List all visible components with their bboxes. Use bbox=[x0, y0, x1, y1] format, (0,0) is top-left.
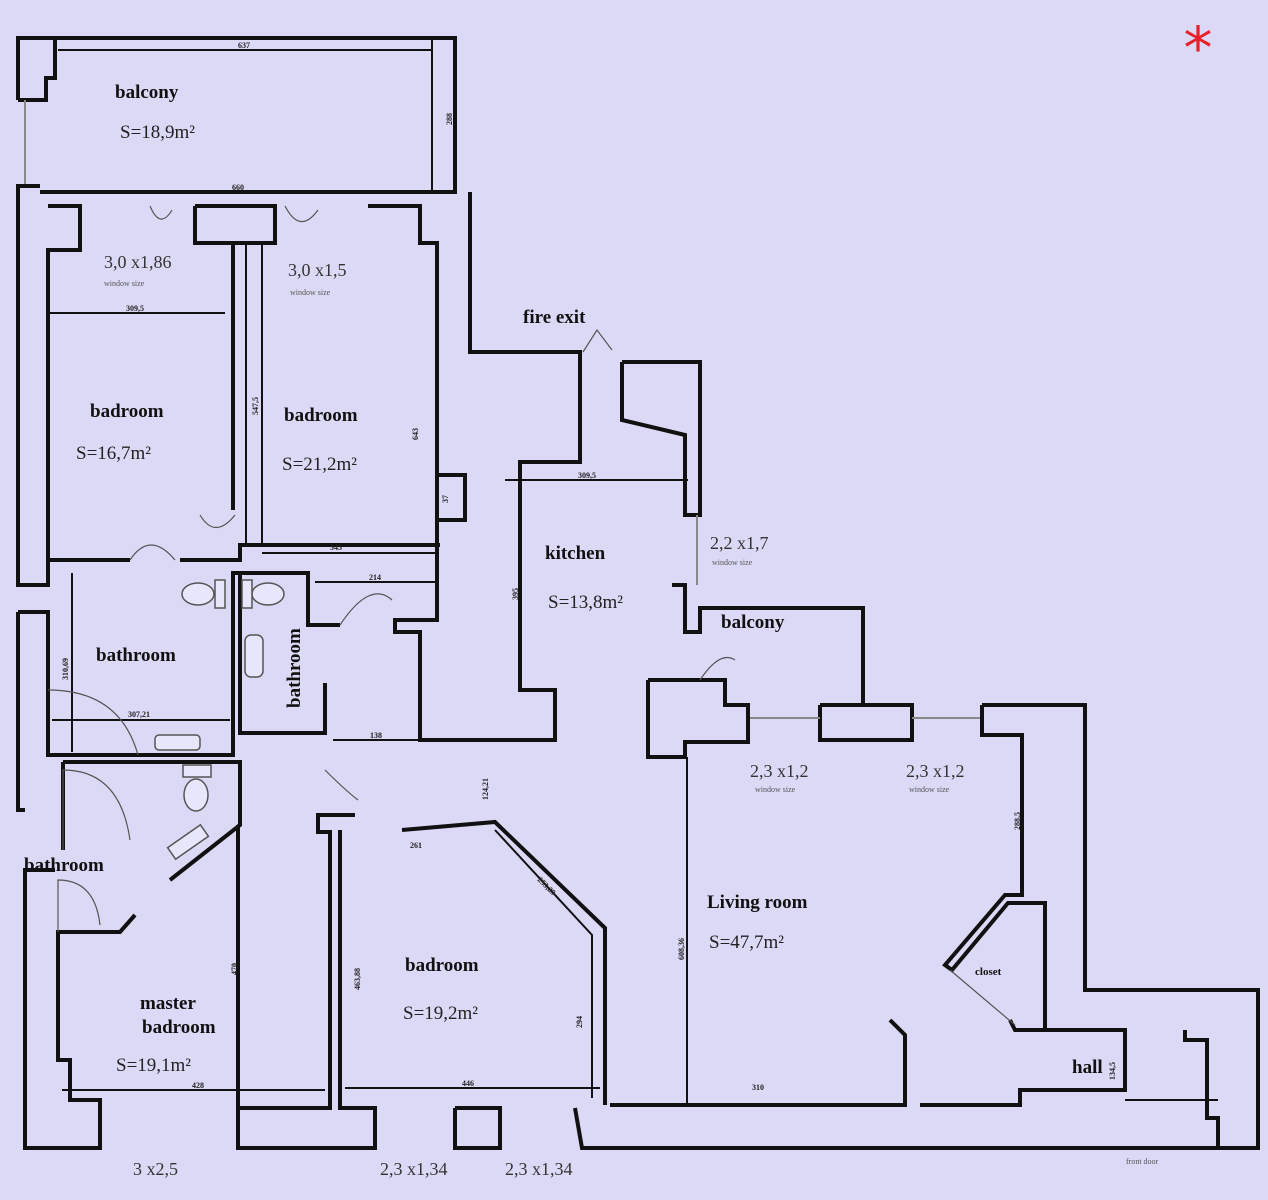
bedroom3-area: S=19,2m² bbox=[403, 1003, 478, 1024]
bathroom3-label: bathroom bbox=[24, 855, 104, 876]
window-size-caption: window size bbox=[712, 558, 753, 567]
window-size-label: 3 x2,5 bbox=[133, 1159, 178, 1179]
room-labels: balcony S=18,9m² badroom S=16,7m² badroo… bbox=[24, 82, 1159, 1166]
dimension-label: 463,88 bbox=[353, 968, 362, 990]
window-size-caption: window size bbox=[104, 279, 145, 288]
window-size-caption: window size bbox=[909, 785, 950, 794]
dimension-label: 307,21 bbox=[128, 710, 150, 719]
window-labels: 3,0 x1,86 window size 3,0 x1,5 window si… bbox=[104, 252, 965, 1179]
window-size-label: 2,3 x1,34 bbox=[505, 1159, 573, 1179]
dimension-label: 643 bbox=[411, 428, 420, 440]
left-wall bbox=[16, 184, 82, 587]
balcony-label: balcony bbox=[115, 82, 179, 103]
sink-icon bbox=[166, 823, 210, 861]
dimension-label: 124,21 bbox=[481, 778, 490, 800]
dimension-label: 310,69 bbox=[61, 658, 70, 680]
dimension-label: 37 bbox=[441, 495, 450, 503]
window-size-caption: window size bbox=[755, 785, 796, 794]
bedroom1-label: badroom bbox=[90, 401, 164, 422]
window-size-caption: window size bbox=[290, 288, 331, 297]
doors-and-fixtures bbox=[47, 205, 736, 932]
window-size-label: 2,3 x1,2 bbox=[906, 761, 965, 781]
window-size-label: 3,0 x1,86 bbox=[104, 252, 172, 272]
toilet-icon bbox=[251, 582, 285, 606]
bedroom2-area: S=21,2m² bbox=[282, 454, 357, 475]
dimension-label: 294 bbox=[575, 1016, 584, 1028]
dimension-labels: 637 288 660 309,5 547,5 643 37 343 214 3… bbox=[61, 41, 1117, 1092]
bathroom2-label: bathroom bbox=[284, 628, 305, 708]
living-room-label: Living room bbox=[707, 892, 808, 913]
toilet-icon bbox=[181, 582, 215, 606]
dimension-label: 470 bbox=[230, 963, 239, 975]
dimension-label: 214 bbox=[369, 573, 381, 582]
sink-icon bbox=[244, 634, 264, 678]
sink-icon bbox=[154, 734, 201, 751]
dimension-label: 309,5 bbox=[578, 471, 596, 480]
window-size-label: 2,3 x1,34 bbox=[380, 1159, 448, 1179]
bedroom2-label: badroom bbox=[284, 405, 358, 426]
hall-label: hall bbox=[1072, 1057, 1103, 1078]
dimension-label: 608,36 bbox=[677, 938, 686, 960]
walls bbox=[16, 36, 1260, 1150]
master-bedroom-area: S=19,1m² bbox=[116, 1055, 191, 1076]
dimension-label: 637 bbox=[238, 41, 250, 50]
dimension-label: 310 bbox=[752, 1083, 764, 1092]
asterisk-marker: * bbox=[1184, 14, 1213, 82]
living-room-area: S=47,7m² bbox=[709, 932, 784, 953]
dimension-label: 428 bbox=[192, 1081, 204, 1090]
dimension-label: 547,5 bbox=[251, 397, 260, 415]
dimension-label: 446 bbox=[462, 1079, 474, 1088]
master-bedroom-label1: master bbox=[140, 993, 196, 1014]
kitchen-label: kitchen bbox=[545, 543, 606, 564]
closet-label: closet bbox=[975, 966, 1002, 978]
fire-exit-label: fire exit bbox=[523, 307, 586, 328]
dimension-label: 660 bbox=[232, 183, 244, 192]
master-bedroom-label2: badroom bbox=[142, 1017, 216, 1038]
balcony-outer-wall bbox=[16, 36, 457, 194]
window-size-label: 2,3 x1,2 bbox=[750, 761, 809, 781]
dimension-label: 138 bbox=[370, 731, 382, 740]
balcony-area: S=18,9m² bbox=[120, 122, 195, 143]
front-door-label: front door bbox=[1126, 1157, 1159, 1166]
dimension-label: 395 bbox=[511, 588, 520, 600]
dimension-label: 309,5 bbox=[126, 304, 144, 313]
toilet-icon bbox=[183, 778, 209, 812]
bedroom3-label: badroom bbox=[405, 955, 479, 976]
bathroom1-label: bathroom bbox=[96, 645, 176, 666]
dimension-label: 343 bbox=[330, 543, 342, 552]
small-balcony-label: balcony bbox=[721, 612, 785, 633]
dimension-label: 288,5 bbox=[1013, 812, 1022, 830]
dimension-label: 134,5 bbox=[1108, 1062, 1117, 1080]
kitchen-area: S=13,8m² bbox=[548, 592, 623, 613]
window-size-label: 2,2 x1,7 bbox=[710, 533, 769, 553]
dimension-label: 261 bbox=[410, 841, 422, 850]
door-swing bbox=[149, 205, 173, 220]
bedroom1-area: S=16,7m² bbox=[76, 443, 151, 464]
dimension-label: 288 bbox=[445, 113, 454, 125]
window-size-label: 3,0 x1,5 bbox=[288, 260, 347, 280]
balcony-pillar bbox=[18, 38, 57, 102]
